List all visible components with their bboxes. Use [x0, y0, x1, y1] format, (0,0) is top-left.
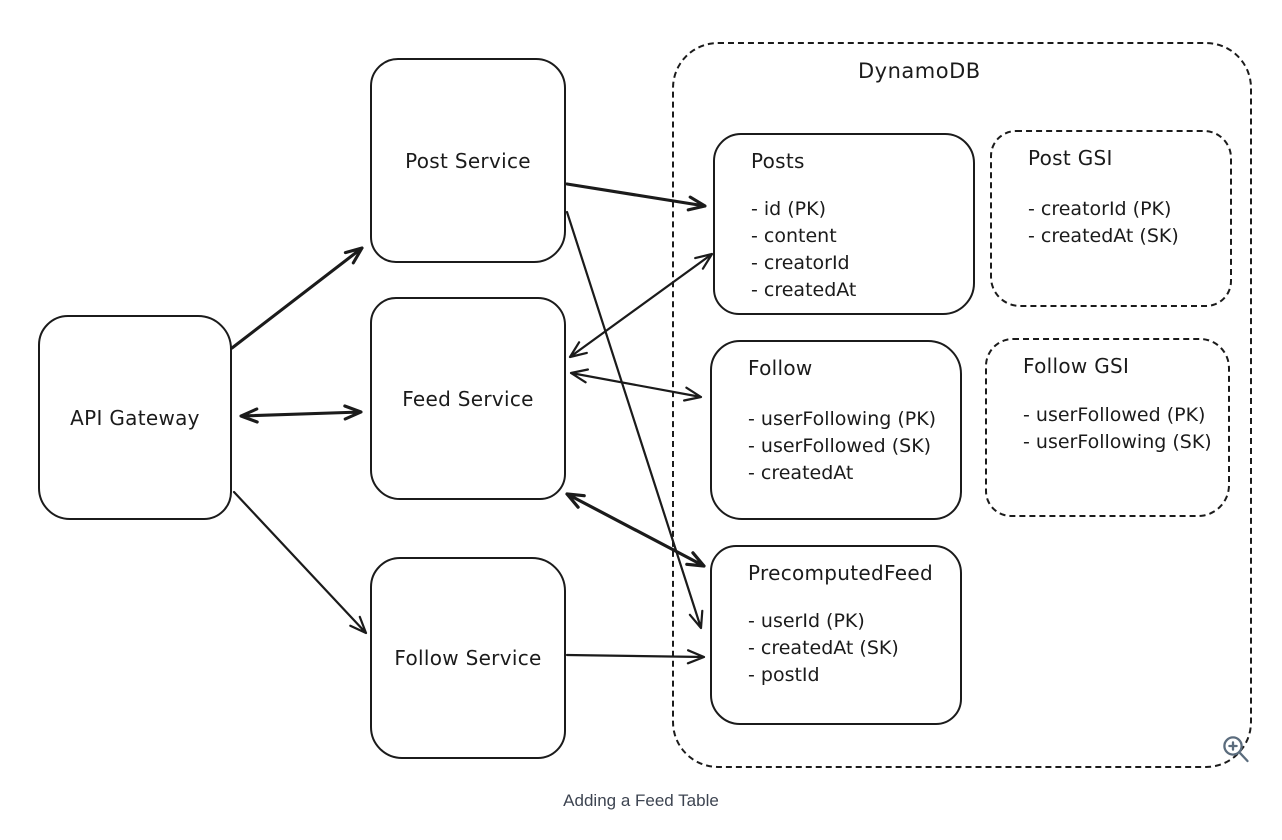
table-precomputed-feed: PrecomputedFeed - userId (PK) - createdA… [710, 545, 962, 725]
posts-attr: - createdAt [751, 279, 857, 301]
table-posts: Posts - id (PK) - content - creatorId - … [713, 133, 975, 315]
arrow-api-gateway-to-post-service [230, 246, 364, 350]
post-service-label: Post Service [405, 148, 531, 173]
node-feed-service: Feed Service [370, 297, 566, 500]
post-gsi-attr: - createdAt (SK) [1028, 225, 1179, 247]
precomputed-feed-attr: - userId (PK) [748, 610, 865, 632]
feed-service-label: Feed Service [402, 386, 534, 411]
follow-attr: - userFollowed (SK) [748, 435, 932, 457]
arrow-api-gateway-feed-service [239, 404, 363, 424]
precomputed-feed-title: PrecomputedFeed [748, 561, 933, 585]
posts-title: Posts [751, 149, 805, 173]
table-follow: Follow - userFollowing (PK) - userFollow… [710, 340, 962, 520]
follow-attr: - createdAt [748, 462, 854, 484]
api-gateway-label: API Gateway [70, 405, 200, 430]
posts-attr: - content [751, 225, 837, 247]
post-gsi-attr: - creatorId (PK) [1028, 198, 1172, 220]
table-post-gsi: Post GSI - creatorId (PK) - createdAt (S… [990, 130, 1232, 307]
follow-gsi-attr: - userFollowed (PK) [1023, 404, 1206, 426]
precomputed-feed-attr: - postId [748, 664, 820, 686]
follow-gsi-attr: - userFollowing (SK) [1023, 431, 1212, 453]
zoom-in-icon[interactable] [1218, 731, 1254, 767]
dynamodb-label: DynamoDB [858, 59, 981, 83]
arrow-api-gateway-to-follow-service [232, 490, 368, 635]
table-follow-gsi: Follow GSI - userFollowed (PK) - userFol… [985, 338, 1230, 517]
post-gsi-title: Post GSI [1028, 146, 1113, 170]
posts-attr: - creatorId [751, 252, 850, 274]
follow-gsi-title: Follow GSI [1023, 354, 1130, 378]
precomputed-feed-attr: - createdAt (SK) [748, 637, 899, 659]
node-follow-service: Follow Service [370, 557, 566, 759]
diagram-caption: Adding a Feed Table [563, 791, 719, 810]
follow-service-label: Follow Service [394, 646, 542, 670]
follow-title: Follow [748, 356, 813, 380]
node-api-gateway: API Gateway [38, 315, 232, 520]
posts-attr: - id (PK) [751, 198, 827, 220]
node-post-service: Post Service [370, 58, 566, 263]
follow-attr: - userFollowing (PK) [748, 408, 937, 430]
